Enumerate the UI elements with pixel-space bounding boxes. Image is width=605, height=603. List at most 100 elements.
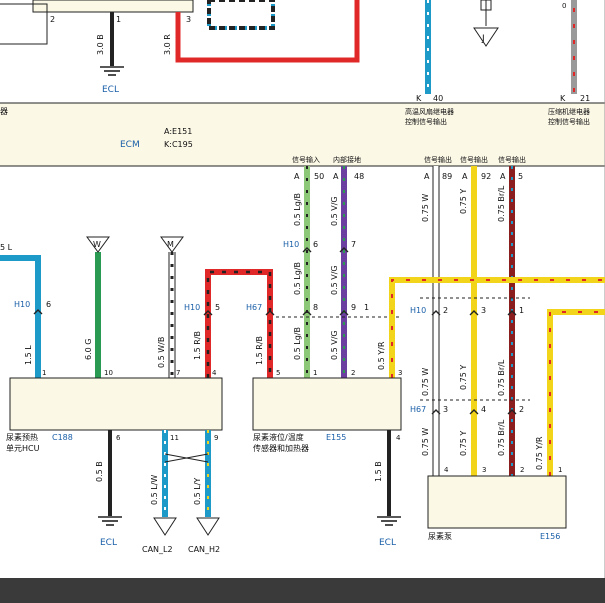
conn-h10b-pin1: 1 [519, 306, 524, 315]
sensor-pin4: 4 [396, 434, 401, 442]
conn-h67-a: H67 [246, 303, 262, 312]
gray-wire-label: 0 [562, 2, 566, 10]
ground-icon-hcu [98, 516, 122, 526]
connector-mark [339, 247, 349, 253]
pin-3-top: 3 [186, 15, 191, 24]
conn-h10-left-pin6: 6 [46, 300, 51, 309]
wire-label-lw: 0.5 L/W [150, 475, 159, 505]
header-signal-in: 信号输入 [292, 155, 320, 164]
wire-label-rb-1: 1.5 R/B [193, 331, 202, 360]
can-h-triangle [196, 517, 220, 536]
conn-h67b-pin4: 4 [481, 405, 486, 414]
pin-2-top: 2 [50, 15, 55, 24]
header-signal-out-3: 信号输出 [498, 155, 526, 164]
wire-label-w-1: 0.75 W [421, 194, 430, 222]
sensor-module [252, 377, 402, 431]
wire-label-3b: 3.0 B [96, 34, 105, 55]
m-marker-triangle [160, 236, 184, 253]
pin-a-48: A [333, 172, 339, 181]
wire-label-lgb-1: 0.5 Lg/B [293, 193, 302, 226]
hcu-name-2: 单元HCU [6, 443, 40, 453]
hcu-pin10: 10 [104, 369, 113, 377]
m-marker-label: M [167, 240, 174, 249]
pin-a-89: A [424, 172, 430, 181]
conn-h10-rb: H10 [184, 303, 200, 312]
connector-mark [431, 409, 441, 415]
connector-mark [507, 409, 517, 415]
fan-relay-label-1: 高温风扇继电器 [405, 107, 454, 116]
wire-label-ly: 0.5 L/Y [193, 478, 202, 505]
conn-pin9: 9 [351, 303, 356, 312]
hcu-pin11: 11 [170, 434, 179, 442]
connector-mark [507, 310, 517, 316]
ecm-conn-a: A:E151 [164, 127, 192, 136]
sensor-pin3: 3 [398, 369, 402, 377]
pump-pin4: 4 [444, 466, 449, 474]
pin-k40-prefix: K [416, 94, 422, 103]
conn-h10-left: H10 [14, 300, 30, 309]
wire-label-y-1: 0.75 Y [459, 189, 468, 214]
ecm-name: ECM [120, 140, 140, 150]
connector-mark [265, 310, 275, 316]
pin-k21-prefix: K [560, 94, 566, 103]
connector-mark [302, 310, 312, 316]
connector-mark [203, 310, 213, 316]
pin-89: 89 [442, 172, 452, 181]
ground-icon-top [100, 66, 124, 76]
wire-label-b15: 1.5 B [374, 461, 383, 482]
wire-label-vg-1: 0.5 V/G [330, 196, 339, 226]
wire-label-l-top: 5 L [0, 243, 13, 252]
header-internal-ground: 内部接地 [333, 155, 361, 164]
hcu-name-1: 尿素预热 [6, 432, 38, 442]
wire-l [0, 255, 41, 378]
pin-a-50: A [294, 172, 300, 181]
hcu-module [9, 377, 223, 431]
hcu-pin7: 7 [176, 369, 180, 377]
connector-mark [469, 409, 479, 415]
twisted-pair-mark [164, 453, 209, 463]
wire-label-wb: 0.5 W/B [157, 337, 166, 368]
pin-5: 5 [518, 172, 523, 181]
conn-h10b-pin2: 2 [443, 306, 448, 315]
header-signal-out-1: 信号输出 [424, 155, 452, 164]
ground-icon-sensor [377, 516, 401, 526]
sensor-name-2: 传感器和加热器 [253, 443, 309, 453]
conn-h10-pin7: 7 [351, 240, 356, 249]
pump-pin3: 3 [482, 466, 486, 474]
j-marker-triangle [473, 27, 499, 47]
wire-label-b05: 0.5 B [95, 461, 104, 482]
ecl-label-sensor: ECL [379, 538, 396, 548]
wire-label-brl-2: 0.75 Br/L [497, 359, 506, 396]
red-wire-top [175, 0, 360, 63]
pump-name: 尿素泵 [428, 531, 452, 541]
connector-mark [431, 310, 441, 316]
conn-pin1-mid: 1 [364, 303, 369, 312]
ecl-label-hcu: ECL [100, 538, 117, 548]
sensor-pin5: 5 [276, 369, 280, 377]
wire-yr-pump [547, 309, 605, 476]
bottom-bar [0, 578, 605, 603]
conn-h10-a: H10 [283, 240, 299, 249]
pin-48: 48 [354, 172, 364, 181]
wire-label-vg-2: 0.5 V/G [330, 265, 339, 295]
pump-pin1: 1 [558, 466, 562, 474]
connector-mark [33, 309, 43, 315]
connector-mark [339, 310, 349, 316]
w-marker-triangle [86, 236, 110, 253]
can-h-label: CAN_H2 [188, 545, 220, 554]
can-l-label: CAN_L2 [142, 545, 173, 554]
conn-h67b-pin2: 2 [519, 405, 524, 414]
comp-relay-label-1: 压缩机继电器 [548, 107, 590, 116]
top-left-module [32, 0, 194, 13]
sensor-name-1: 尿素液位/温度 [253, 432, 304, 442]
wire-label-y-2: 0.75 Y [459, 365, 468, 390]
fan-relay-label-2: 控制信号输出 [405, 117, 447, 126]
wire-label-w-3: 0.75 W [421, 428, 430, 456]
pin-k40: 40 [433, 94, 443, 103]
pump-code: E156 [540, 532, 560, 541]
wire-label-yr075: 0.75 Y/R [535, 436, 544, 470]
wire-label-w-2: 0.75 W [421, 368, 430, 396]
conn-h10b-pin3: 3 [481, 306, 486, 315]
pump-module [427, 475, 567, 529]
can-l-triangle [153, 517, 177, 536]
